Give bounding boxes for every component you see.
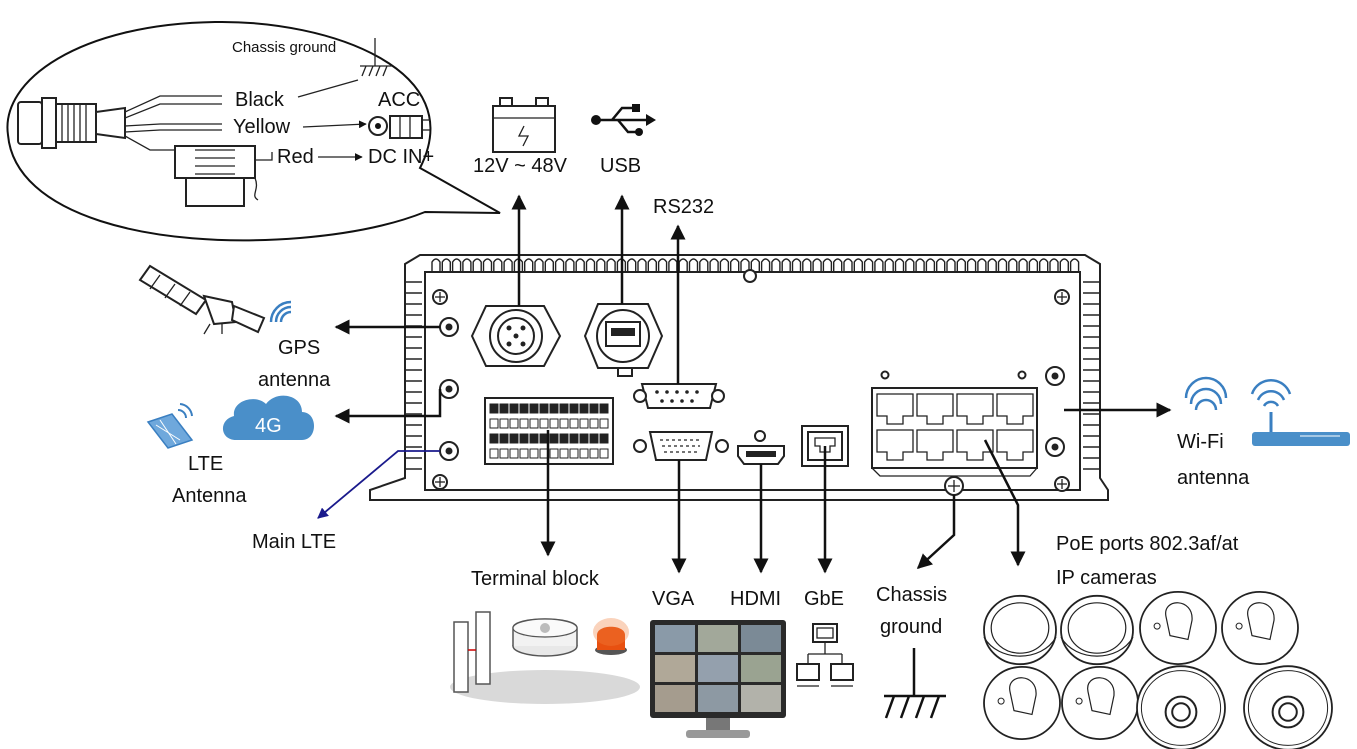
sensor-devices-illustration [450,611,640,704]
main-lte-label: Main LTE [252,531,336,553]
network-icon [796,623,854,687]
gbe-label: GbE [804,588,844,610]
monitor-icon [650,620,786,738]
hdmi-port [737,430,785,465]
lte-device-icon [146,403,194,449]
satellite-icon [138,264,266,335]
wifi-antenna-label-line2: antenna [1177,467,1250,489]
yellow-wire-pointer [302,120,367,129]
gps-antenna-connector-icon [439,317,459,337]
device-chassis [369,254,1109,501]
chassis-ground-label-line2: ground [880,616,942,638]
main-lte-connector-icon [439,441,459,461]
vga-port [633,431,729,461]
chassis-ground-symbol-icon [360,38,392,77]
terminal-block-port [484,397,614,465]
left-cooling-fins [405,281,422,470]
4g-cloud-icon: 4G [222,395,314,440]
wiring-callout: Chassis ground Black Yellow Red ACC DC I… [6,20,501,242]
door-sensor-icon [453,611,491,693]
gps-signal-icon [269,300,292,323]
power-cable-connector-icon [17,95,273,207]
hdmi-label: HDMI [730,588,781,610]
usb-label: USB [600,155,641,177]
chassis-ground-label-line1: Chassis [876,584,947,606]
wifi-connector-icon [1045,366,1065,457]
usb-port [583,303,664,377]
rs232-label: RS232 [653,196,714,218]
yellow-wire-label: Yellow [233,116,291,138]
ip-camera-icon [983,591,1333,749]
poe-ports-label: PoE ports 802.3af/at [1056,533,1239,555]
aux-lte-connector-icon [439,379,459,399]
smoke-detector-icon [512,618,578,657]
lte-antenna-label-line2: Antenna [172,485,247,507]
black-wire-pointer [297,79,359,98]
alarm-light-icon [593,618,629,655]
4g-label: 4G [255,415,282,437]
ground-symbol-icon [884,648,946,719]
power-connector-port [470,305,562,367]
dc-in-label: DC IN+ [368,146,434,168]
acc-key-switch-icon [368,115,430,139]
top-cooling-fins [431,258,1080,272]
chassis-ground-callout-label: Chassis ground [232,39,336,56]
gps-antenna-label-line2: antenna [258,369,331,391]
wifi-router-icon [1250,379,1350,446]
vga-label: VGA [652,588,695,610]
power-input-label: 12V ~ 48V [473,155,568,177]
connection-arrows [317,194,1172,574]
ip-cameras-label: IP cameras [1056,567,1157,589]
chassis-ground-screw-icon [944,476,964,496]
lte-antenna-label-line1: LTE [188,453,223,475]
right-cooling-fins [1083,281,1100,470]
battery-icon [492,97,556,153]
poe-ports [871,370,1038,477]
terminal-block-label: Terminal block [471,568,600,590]
black-wire-label: Black [235,89,285,111]
rs232-port [633,383,725,409]
gps-antenna-label-line1: GPS [278,337,320,359]
corner-screw-icon [432,289,1070,492]
red-wire-label: Red [277,146,314,168]
wifi-signal-icon [1184,376,1228,411]
acc-label: ACC [378,89,420,111]
usb-icon [591,104,656,136]
wifi-antenna-label-line1: Wi-Fi [1177,431,1224,453]
